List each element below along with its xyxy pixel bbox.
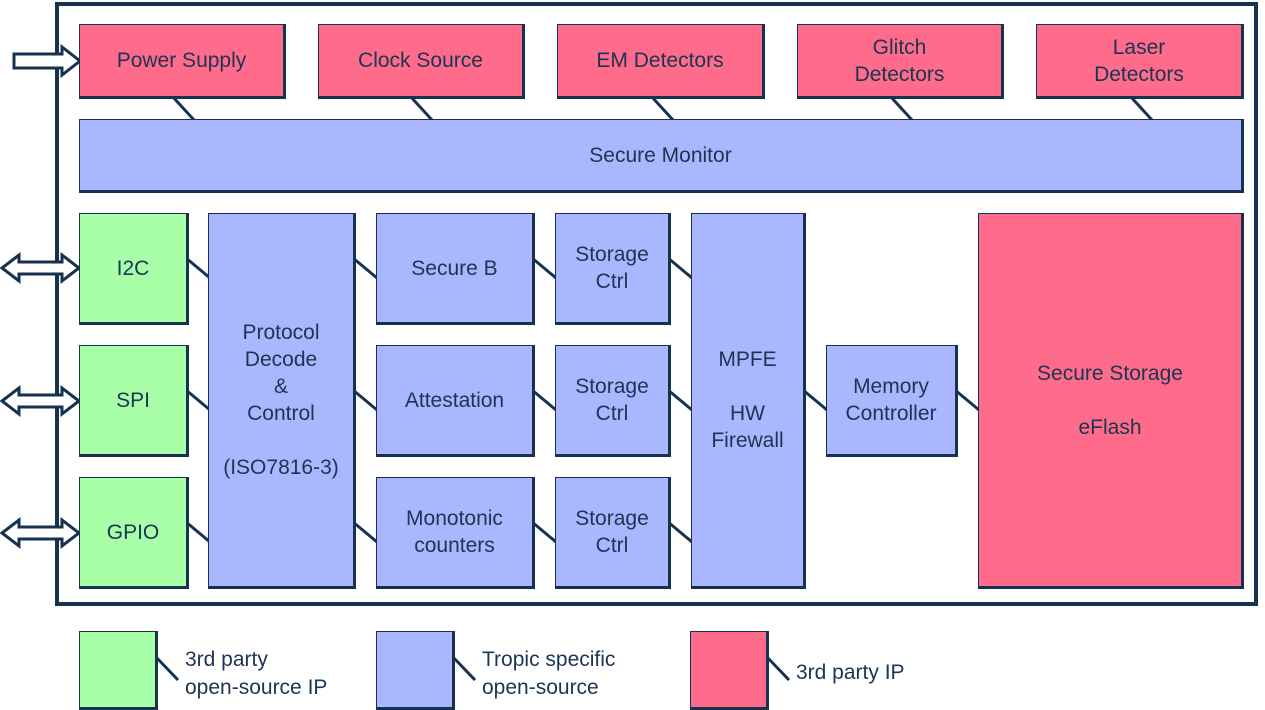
spi-block: SPI (79, 345, 189, 457)
mpfe-firewall-block: MPFE HW Firewall (691, 213, 806, 589)
protocol-decode-block: Protocol Decode & Control (ISO7816-3) (208, 213, 356, 589)
secure-b-block: Secure B (376, 213, 535, 325)
storage-ctrl-block: Storage Ctrl (555, 345, 671, 457)
monotonic-counters-label: Monotonic counters (406, 507, 503, 557)
storage-ctrl-label: Storage Ctrl (575, 375, 649, 425)
legend-label-third-party-ip: 3rd party IP (796, 661, 905, 684)
attestation-label: Attestation (404, 388, 505, 412)
legend-swatch-third-party-open-source (79, 631, 158, 710)
clock-source-label: Clock Source (358, 49, 483, 72)
monotonic-counters-block: Monotonic counters (376, 477, 535, 589)
legend-label-tropic-specific: Tropic specific open-source (482, 648, 616, 699)
gpio-label: GPIO (106, 520, 160, 544)
storage-ctrl-label: Storage Ctrl (575, 243, 649, 293)
em-detectors-block: EM Detectors (557, 24, 765, 99)
clock-source-block: Clock Source (318, 24, 525, 99)
i2c-block: I2C (79, 213, 189, 325)
secure-storage-label: Secure Storage eFlash (1037, 361, 1183, 439)
protocol-decode-label: Protocol Decode & Control (ISO7816-3) (223, 321, 339, 479)
power-input-arrow (12, 43, 83, 79)
spi-io-arrow (0, 384, 82, 418)
secure-storage-block: Secure Storage eFlash (978, 213, 1244, 589)
power-supply-label: Power Supply (116, 49, 247, 72)
laser-detectors-block: Laser Detectors (1036, 24, 1244, 99)
i2c-label: I2C (116, 256, 150, 280)
attestation-block: Attestation (376, 345, 535, 457)
i2c-io-arrow (0, 251, 82, 285)
memory-controller-block: Memory Controller (826, 345, 958, 457)
secure-b-label: Secure B (411, 256, 498, 280)
memory-controller-label: Memory Controller (845, 375, 937, 425)
glitch-detectors-label: Glitch Detectors (854, 35, 945, 86)
laser-detectors-label: Laser Detectors (1094, 35, 1184, 86)
gpio-io-arrow (0, 516, 82, 550)
storage-ctrl-block: Storage Ctrl (555, 213, 671, 325)
mpfe-firewall-label: MPFE HW Firewall (711, 348, 784, 452)
secure-monitor-block: Secure Monitor (79, 119, 1244, 193)
em-detectors-label: EM Detectors (596, 49, 724, 72)
legend-label-third-party-open-source: 3rd party open-source IP (185, 648, 328, 699)
storage-ctrl-label: Storage Ctrl (575, 507, 649, 557)
spi-label: SPI (116, 388, 150, 412)
power-supply-block: Power Supply (79, 24, 286, 99)
secure-monitor-label: Secure Monitor (589, 143, 732, 167)
glitch-detectors-block: Glitch Detectors (797, 24, 1004, 99)
legend-swatch-third-party-ip (690, 631, 769, 710)
storage-ctrl-block: Storage Ctrl (555, 477, 671, 589)
gpio-block: GPIO (79, 477, 189, 589)
legend-swatch-tropic-specific (376, 631, 455, 710)
